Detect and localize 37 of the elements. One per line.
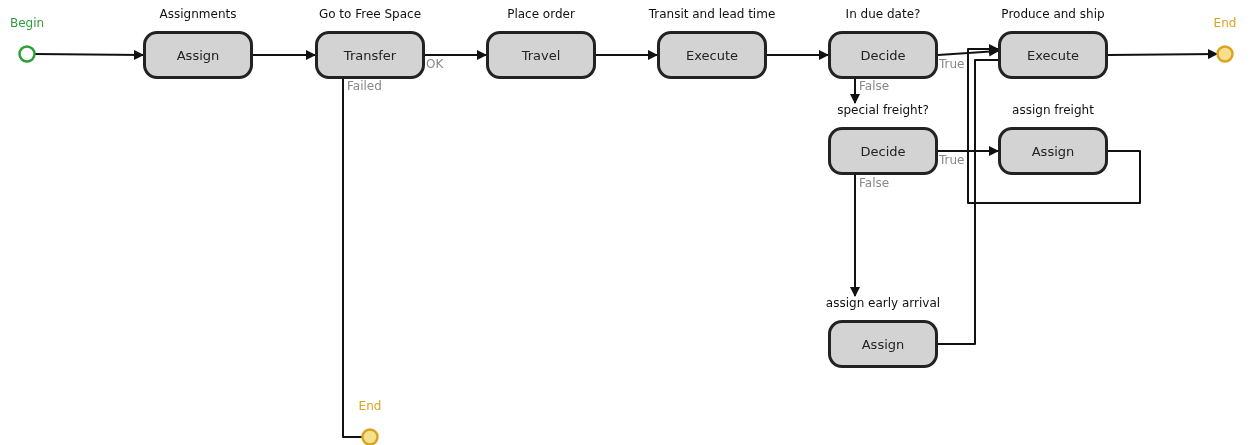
connector-arrow [252, 50, 316, 60]
step-title: Assignments [159, 7, 237, 21]
connector-arrow [595, 50, 658, 60]
edge-label: OK [425, 58, 445, 71]
edge-label: False [858, 80, 891, 93]
edge-label: True [938, 154, 966, 167]
process-box: Decide [828, 127, 938, 175]
process-box: Assign [828, 320, 938, 368]
step-title: assign freight [1012, 103, 1094, 117]
step-title: In due date? [845, 7, 921, 21]
step-title: special freight? [837, 103, 929, 117]
step-title: Go to Free Space [318, 7, 422, 21]
node-label: End [358, 399, 382, 413]
connector-arrow [967, 44, 1141, 204]
step-title: Transit and lead time [648, 7, 776, 21]
step-title: Place order [507, 7, 575, 21]
edge-label: Failed [346, 80, 383, 93]
edge-label: False [858, 177, 891, 190]
process-box: Assign [998, 127, 1108, 175]
connector-arrow [424, 50, 487, 60]
edge-label: True [938, 58, 966, 71]
node-label: End [1213, 16, 1237, 30]
process-box: Transfer [315, 31, 425, 79]
step-title: Produce and ship [1001, 7, 1105, 21]
connector-arrow [850, 174, 860, 297]
process-box: Execute [657, 31, 767, 79]
connector-arrow [766, 50, 829, 60]
process-box: Travel [486, 31, 596, 79]
connector-arrow [34, 49, 144, 60]
process-box: Decide [828, 31, 938, 79]
connector-arrow [937, 146, 999, 156]
connector-arrow [1107, 49, 1218, 60]
connector-arrow [850, 78, 860, 104]
process-box: Execute [998, 31, 1108, 79]
step-title: assign early arrival [825, 296, 941, 310]
process-box: Assign [143, 31, 253, 79]
node-label: Begin [9, 16, 45, 30]
